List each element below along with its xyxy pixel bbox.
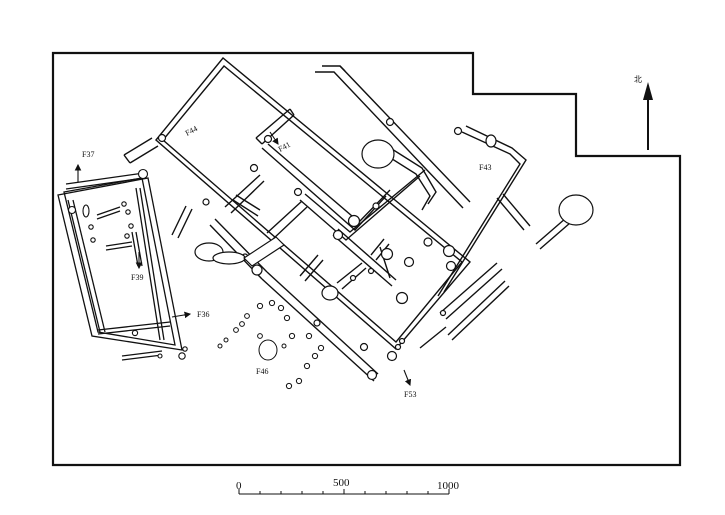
postholes-and-pits (157, 117, 594, 381)
scale-bar (238, 489, 450, 495)
label-f36: F36 (197, 310, 209, 319)
feature-f37-f39-structure (57, 172, 183, 361)
label-f41: F41 (277, 140, 292, 154)
label-f44: F44 (184, 124, 199, 138)
label-f53: F53 (404, 390, 416, 399)
label-f43: F43 (479, 163, 491, 172)
scale-label-0: 0 (236, 480, 242, 492)
label-f39: F39 (131, 273, 143, 282)
feature-f44-structure (123, 57, 471, 382)
scale-label-500: 500 (333, 477, 350, 489)
north-arrow: 北 (634, 75, 653, 150)
excavation-boundary (51, 51, 682, 467)
label-f37: F37 (82, 150, 94, 159)
f41-arrow (269, 131, 279, 145)
f53-arrow (403, 369, 412, 387)
label-f46: F46 (256, 367, 268, 376)
scale-label-1000: 1000 (437, 480, 460, 492)
feature-f46-postholes (217, 299, 325, 390)
north-label: 北 (634, 75, 642, 84)
f37-posts (67, 168, 188, 360)
f36-arrow (171, 311, 192, 319)
feature-f41-structure (261, 65, 471, 287)
